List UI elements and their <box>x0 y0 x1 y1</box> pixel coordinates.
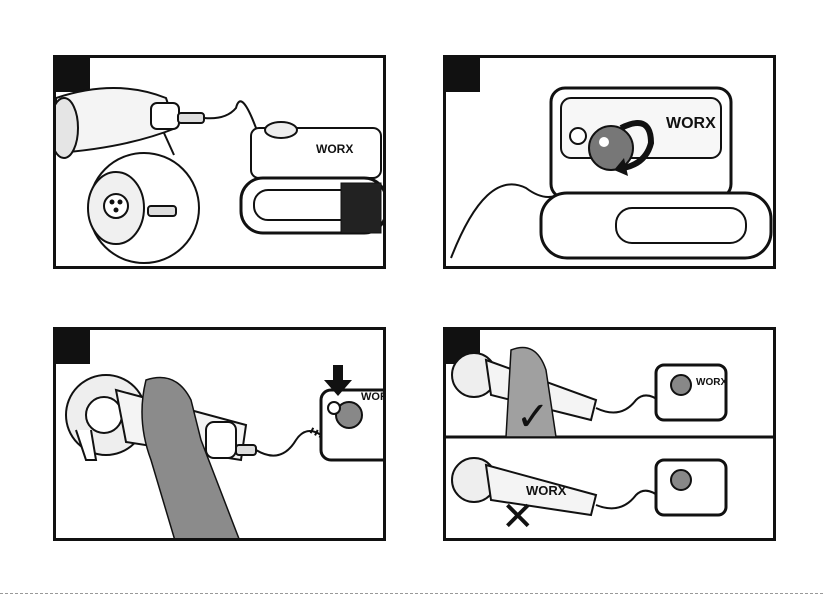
step-1-panel: WORX <box>53 55 386 269</box>
device-logo: WORX <box>361 391 386 403</box>
step-3-panel: WORX <box>53 327 386 541</box>
device-logo: WORX <box>666 115 716 132</box>
device-logo: WORX <box>316 142 353 156</box>
step-4-illustration: WORX ✓ WORX ✕ <box>446 330 776 541</box>
step-2-illustration: WORX <box>446 58 776 269</box>
incorrect-mark: ✕ <box>501 494 535 540</box>
device-logo: WORX <box>696 377 727 388</box>
correct-mark: ✓ <box>516 394 550 440</box>
step-1-illustration: WORX <box>56 58 386 269</box>
step-4-panel: WORX ✓ WORX ✕ <box>443 327 776 541</box>
page-bottom-rule <box>0 593 823 594</box>
step-2-panel: WORX <box>443 55 776 269</box>
step-3-illustration: WORX <box>56 330 386 541</box>
